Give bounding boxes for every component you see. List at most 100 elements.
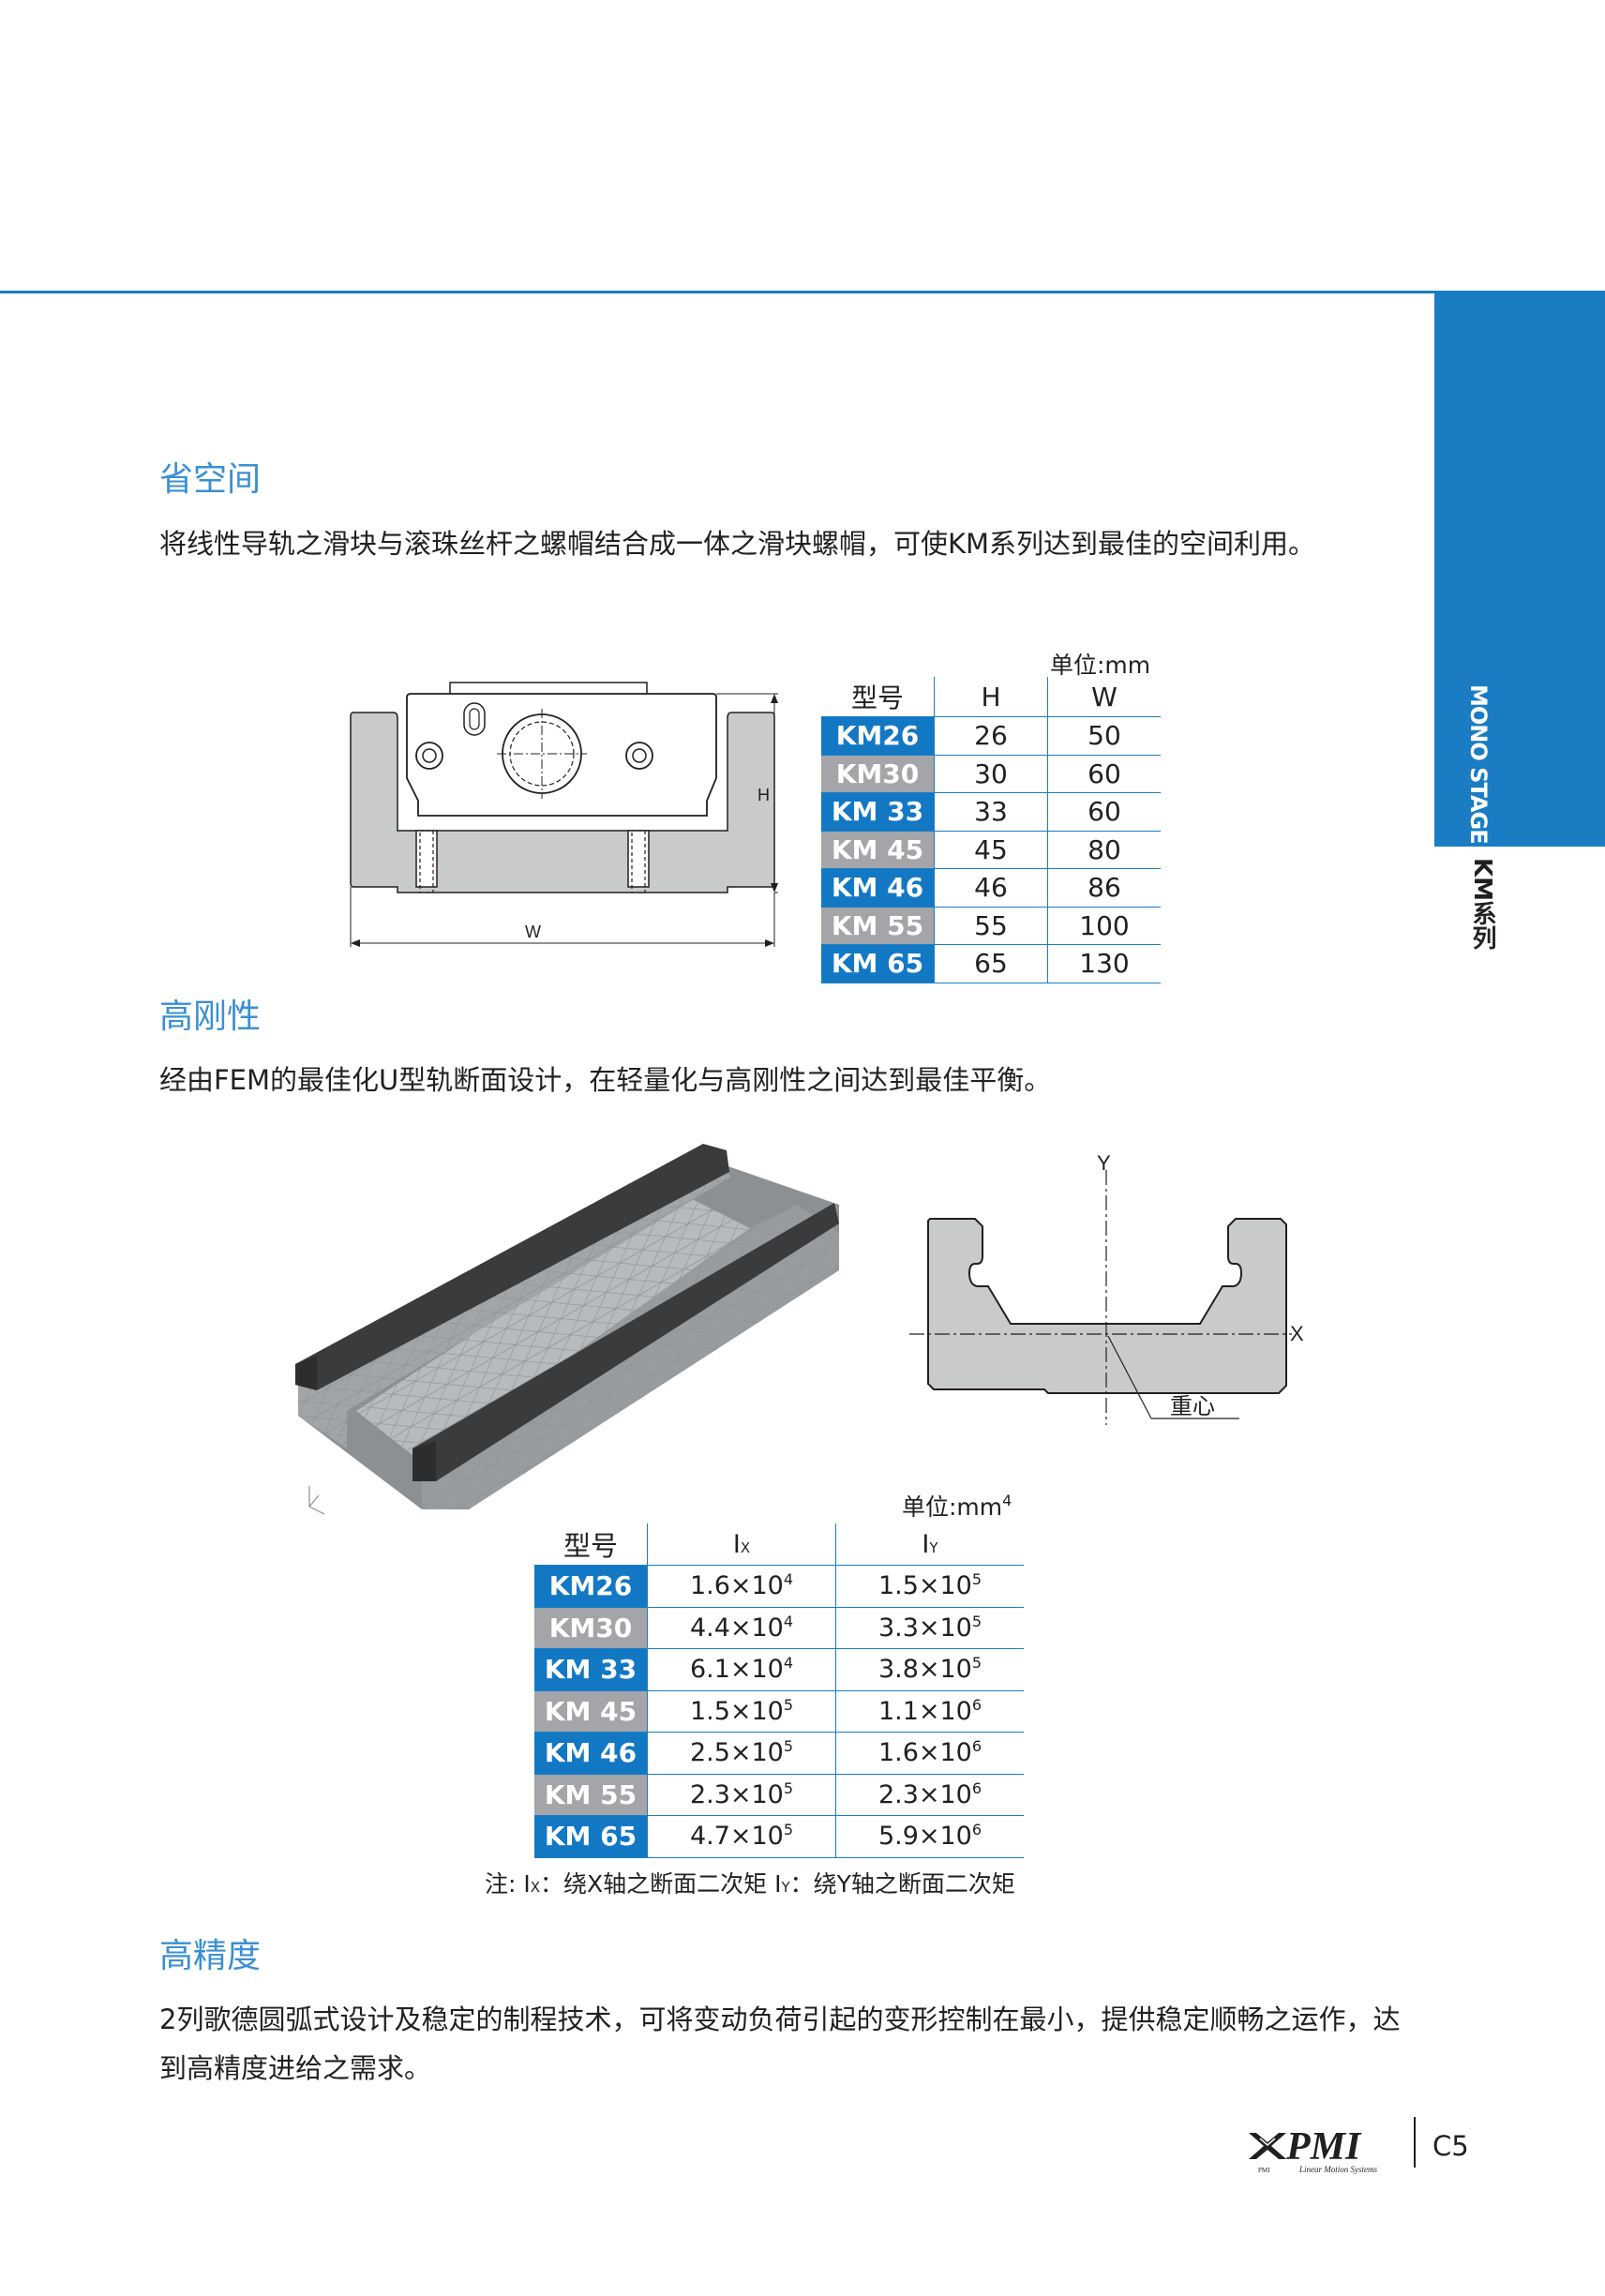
table1-header-h: H [934, 677, 1048, 717]
page-number: C5 [1432, 2130, 1469, 2162]
iy-exponent: 6 [971, 1737, 982, 1756]
table1-h: 46 [934, 868, 1048, 908]
table1-w: 80 [1047, 831, 1161, 869]
ix-exponent: 4 [783, 1612, 794, 1630]
footer-separator [1414, 2117, 1416, 2168]
table2-iy: 1.6×106 [835, 1732, 1024, 1775]
table1-w: 60 [1047, 792, 1161, 832]
iy-mantissa: 3.8×10 [878, 1655, 972, 1685]
x-axis-label: X [1290, 1322, 1304, 1345]
table2-header-model: 型号 [534, 1523, 648, 1566]
table1-w: 100 [1047, 907, 1161, 945]
table1-w: 86 [1047, 868, 1161, 908]
ix-exponent: 5 [783, 1737, 794, 1756]
table1-header-w: W [1047, 677, 1161, 717]
table1-w: 50 [1047, 716, 1161, 756]
table2-unit-text: 单位:mm [902, 1493, 1003, 1521]
side-tab [1434, 293, 1605, 847]
table2-ix: 4.4×104 [647, 1607, 836, 1649]
iy-exponent: 5 [971, 1612, 982, 1630]
pmi-brand: PMI [1285, 2125, 1362, 2168]
table2-ix: 2.3×105 [647, 1774, 836, 1816]
table2-ix: 1.5×105 [647, 1690, 836, 1733]
table1-model: KM26 [821, 716, 935, 756]
table1-h: 45 [934, 831, 1048, 869]
section-title-space: 省空间 [159, 460, 262, 499]
iy-exponent: 6 [971, 1778, 982, 1797]
section-text-precision: 2列歌德圆弧式设计及稳定的制程技术，可将变动负荷引起的变形控制在最小，提供稳定顺… [159, 2003, 1401, 2084]
table2-model: KM 65 [534, 1815, 648, 1858]
pmi-tagline: Linear Motion Systems [1298, 2165, 1377, 2174]
section-text-rigidity: 经由FEM的最佳化U型轨断面设计，在轻量化与高刚性之间达到最佳平衡。 [159, 1064, 1052, 1096]
section-title-rigidity: 高刚性 [159, 998, 262, 1036]
table2-unit: 单位:mm4 [902, 1489, 1012, 1523]
note-prefix: 注: I [485, 1870, 531, 1898]
side-series-label: KM系列 [1468, 858, 1496, 951]
fem-rail-image [295, 1144, 839, 1515]
section-text-space: 将线性导轨之滑块与滚珠丝杆之螺帽结合成一体之滑块螺帽，可使KM系列达到最佳的空间… [159, 528, 1316, 560]
table2-ix: 1.6×104 [647, 1565, 836, 1608]
table1-model: KM30 [821, 755, 935, 793]
table2-iy: 3.8×105 [835, 1648, 1024, 1691]
table1-model: KM 33 [821, 792, 935, 832]
w-dimension-label: W [525, 923, 541, 941]
table1-h: 30 [934, 755, 1048, 793]
note-y-sub: Y [781, 1879, 790, 1896]
iy-exponent: 6 [971, 1695, 982, 1714]
top-rule [0, 291, 1605, 293]
table2-iy: 2.3×106 [835, 1774, 1024, 1816]
table2-header-ix-sub: X [740, 1538, 751, 1556]
table2-ix: 2.5×105 [647, 1732, 836, 1775]
ix-mantissa: 2.5×10 [689, 1738, 784, 1768]
ix-exponent: 5 [783, 1695, 794, 1714]
note-x-sub: X [530, 1879, 541, 1896]
ix-exponent: 4 [783, 1654, 794, 1673]
ix-mantissa: 4.7×10 [689, 1822, 784, 1852]
h-dimension-label: H [758, 786, 770, 804]
iy-mantissa: 1.5×10 [878, 1571, 972, 1601]
note-y-text: ：绕Y轴之断面二次矩 [789, 1870, 1015, 1898]
table2-header-iy-sub: Y [929, 1538, 938, 1556]
table2-model: KM 33 [534, 1648, 648, 1691]
table1-unit: 单位:mm [1050, 652, 1151, 679]
pmi-brand-small: PMI [1258, 2167, 1270, 2174]
iy-mantissa: 2.3×10 [878, 1779, 972, 1809]
table2-header-iy-text: I [922, 1529, 930, 1559]
table2-model: KM26 [534, 1565, 648, 1608]
table2-header-iy: IY [835, 1523, 1024, 1566]
table2-iy: 3.3×105 [835, 1607, 1024, 1649]
centroid-label: 重心 [1170, 1393, 1215, 1419]
table1-w: 60 [1047, 755, 1161, 793]
ix-exponent: 5 [783, 1821, 794, 1839]
table1-h: 26 [934, 716, 1048, 756]
table2-iy: 5.9×106 [835, 1815, 1024, 1858]
ix-mantissa: 4.4×10 [689, 1613, 784, 1643]
table2-header-ix: IX [647, 1523, 836, 1566]
table2-header-ix-text: I [732, 1529, 741, 1559]
table2-iy: 1.5×105 [835, 1565, 1024, 1608]
pmi-logo-mark [1249, 2133, 1286, 2159]
table2-footnote: 注: IX：绕X轴之断面二次矩 IY：绕Y轴之断面二次矩 [485, 1866, 1015, 1899]
y-axis-label: Y [1097, 1153, 1111, 1175]
table2-ix: 4.7×105 [647, 1815, 836, 1858]
ix-mantissa: 1.5×10 [689, 1696, 784, 1726]
ix-mantissa: 6.1×10 [689, 1655, 784, 1685]
iy-mantissa: 1.6×10 [878, 1738, 972, 1768]
ix-mantissa: 1.6×10 [689, 1571, 784, 1601]
table2-ix: 6.1×104 [647, 1648, 836, 1691]
table2-model: KM 45 [534, 1690, 648, 1733]
table1-model: KM 46 [821, 868, 935, 908]
table2-unit-exponent: 4 [1002, 1492, 1012, 1509]
